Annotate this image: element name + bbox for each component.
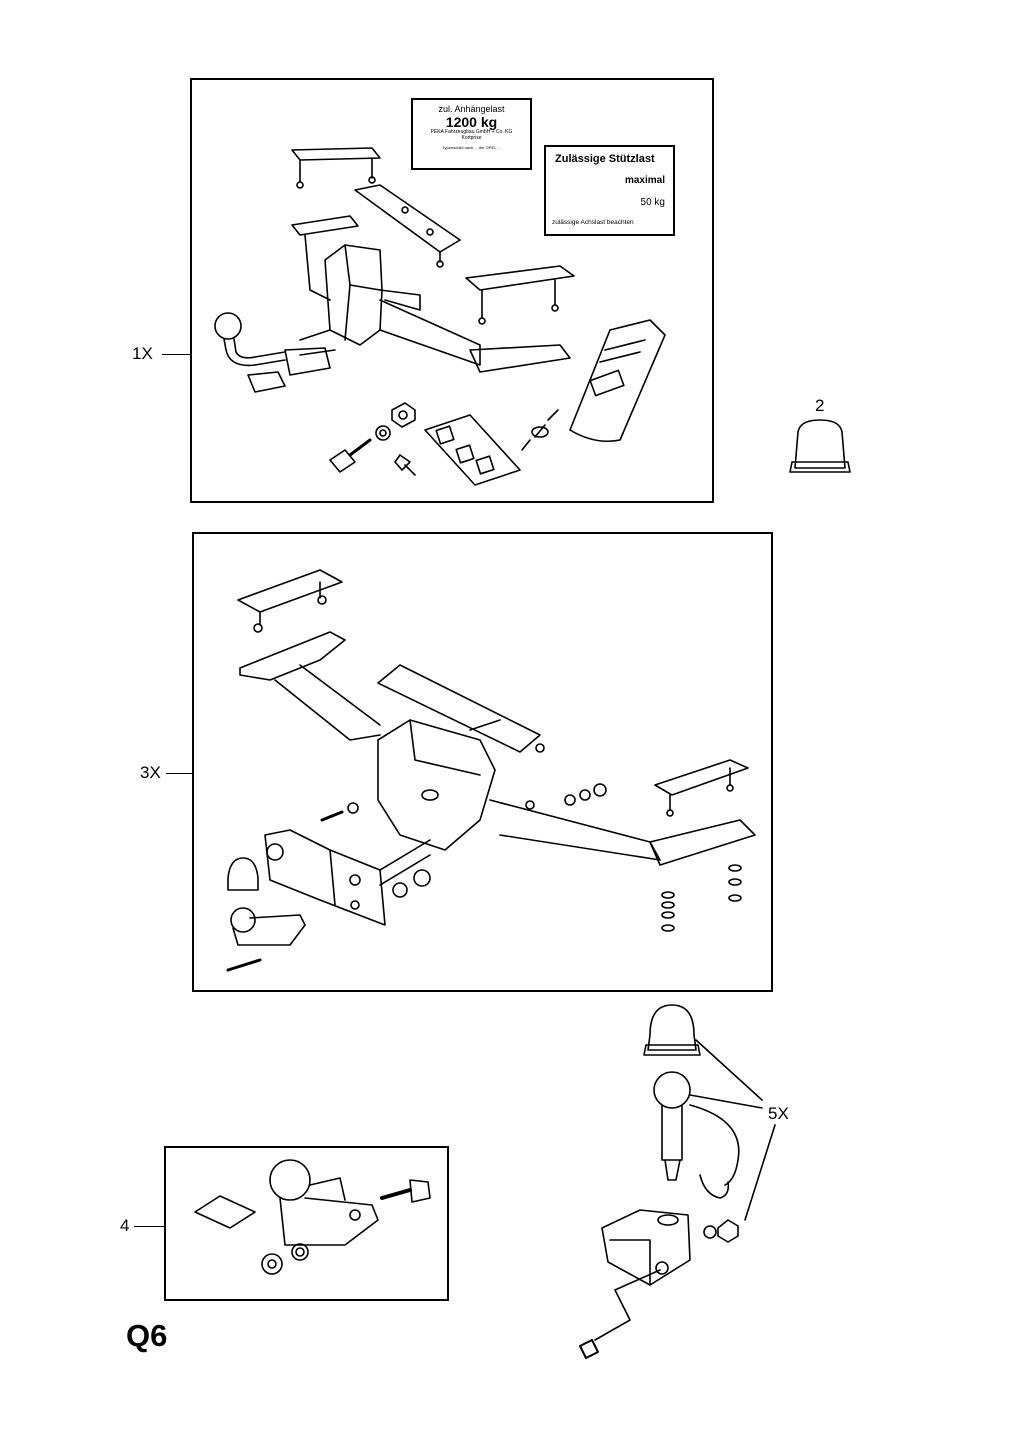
plate-line-2: 1200 kg: [445, 114, 498, 131]
tongue-load-plate: Zulässige Stützlast maximal 50 kg zuläss…: [544, 145, 675, 236]
plate-max: maximal: [624, 175, 665, 186]
protective-cap-part-2: [789, 419, 851, 473]
callout-1x: 1X: [132, 344, 153, 363]
leader-4: [134, 1226, 164, 1227]
kit-1-parts: [214, 147, 666, 486]
plate-line-1: zul. Anhängelast: [438, 104, 505, 114]
leader-3x: [166, 773, 192, 774]
callout-2: 2: [815, 396, 825, 415]
plate-title: Zulässige Stützlast: [555, 153, 655, 165]
page-code: Q6: [126, 1318, 168, 1353]
leader-1x: [162, 354, 190, 355]
panel-kit-4: [164, 1146, 449, 1301]
plate-line-5: Typenschild nach ... der OPEL ...: [442, 144, 501, 150]
kit-4-parts: [194, 1159, 431, 1275]
plate-line-4: Kortprise: [461, 135, 482, 142]
kit-5-parts: [579, 1004, 776, 1359]
callout-3x: 3X: [140, 763, 161, 782]
kit-3-parts: [226, 569, 756, 972]
callout-5x: 5X: [768, 1104, 789, 1123]
callout-4: 4: [120, 1216, 130, 1235]
plate-value: 50 kg: [640, 197, 665, 208]
plate-note: zulässige Achslast beachten: [552, 219, 634, 226]
plate-line-3: PEKA Fahrzeugbau GmbH + Co. KG: [430, 129, 513, 136]
trailer-load-plate: zul. Anhängelast 1200 kg PEKA Fahrzeugba…: [411, 98, 532, 170]
